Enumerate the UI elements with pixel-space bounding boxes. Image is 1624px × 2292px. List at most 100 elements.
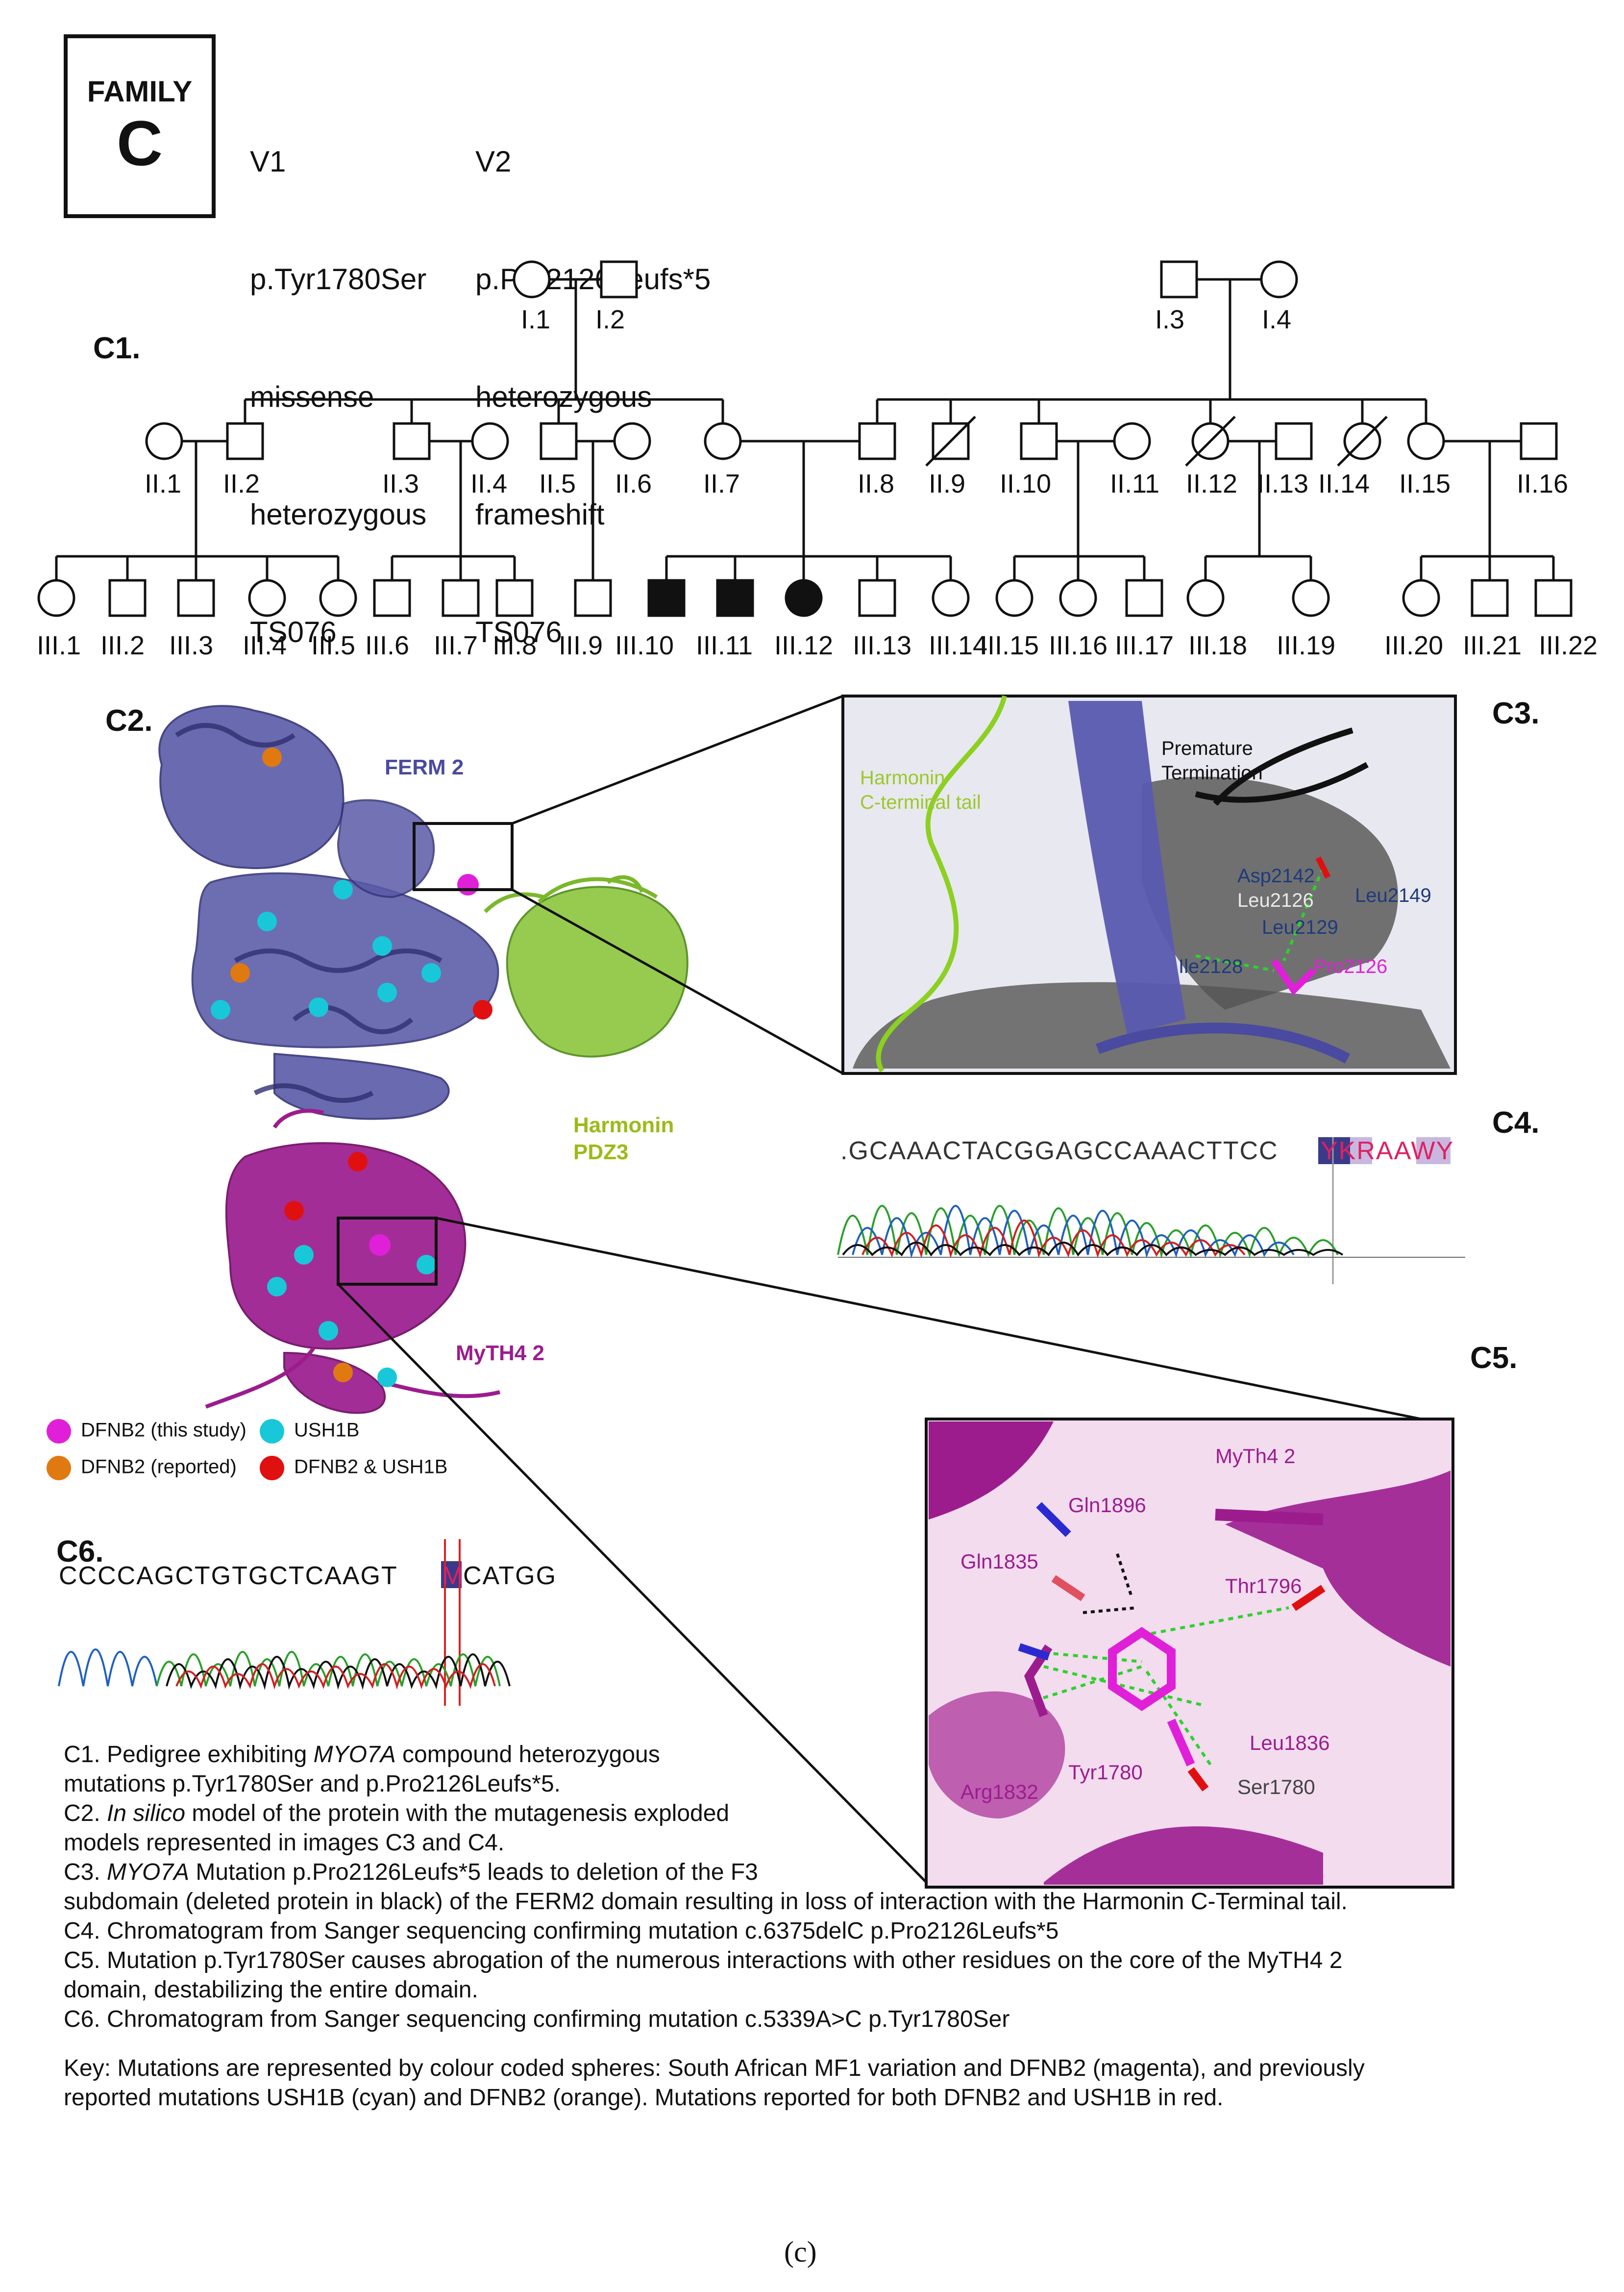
pedigree-label-I-3: I.3 bbox=[1155, 305, 1184, 334]
c5-res-tyr1780: Tyr1780 bbox=[1068, 1761, 1143, 1784]
pedigree-label-II-7: II.7 bbox=[703, 469, 740, 498]
pedigree-label-III-7: III.7 bbox=[434, 631, 478, 660]
pedigree-label-II-14: II.14 bbox=[1318, 469, 1370, 498]
ferm2-label: FERM 2 bbox=[385, 755, 464, 779]
pedigree-label-III-21: III.21 bbox=[1463, 631, 1522, 660]
myth4-2-domain bbox=[225, 1142, 467, 1414]
pedigree-label-III-19: III.19 bbox=[1277, 631, 1335, 660]
c3-term-label-2: Termination bbox=[1161, 762, 1263, 784]
pedigree-label-II-8: II.8 bbox=[858, 469, 894, 498]
pedigree-label-II-9: II.9 bbox=[929, 469, 965, 498]
panel-label-c4: C4. bbox=[1492, 1106, 1540, 1140]
family-box: FAMILY C bbox=[64, 34, 216, 218]
pedigree-label-II-4: II.4 bbox=[470, 469, 507, 498]
legend-dot-icon bbox=[260, 1456, 284, 1480]
pedigree-female-I4 bbox=[1260, 260, 1298, 299]
caption-key-b: reported mutations USH1B (cyan) and DFNB… bbox=[64, 2085, 1224, 2111]
pedigree-label-III-3: III.3 bbox=[169, 631, 213, 660]
c3-panel bbox=[841, 695, 1457, 1075]
pedigree-affected-III10 bbox=[647, 579, 686, 617]
c3-tail-label-2: C-terminal tail bbox=[860, 792, 981, 813]
c3-res-leu2126: Leu2126 bbox=[1237, 890, 1314, 911]
pedigree-label-III-10: III.10 bbox=[615, 631, 674, 660]
c3-term-label-1: Premature bbox=[1161, 738, 1253, 759]
caption-c2a: C2. In silico model of the protein with … bbox=[64, 1800, 730, 1826]
c5-domain-label: MyTh4 2 bbox=[1215, 1445, 1295, 1468]
c3-res-asp2142: Asp2142 bbox=[1237, 865, 1315, 887]
family-label: FAMILY bbox=[87, 75, 193, 108]
pedigree-label-III-13: III.13 bbox=[853, 631, 911, 660]
pedigree-label-III-9: III.9 bbox=[559, 631, 603, 660]
pedigree bbox=[37, 260, 1573, 617]
legend-dot-icon bbox=[260, 1419, 284, 1444]
ferm2-domain bbox=[158, 705, 499, 1120]
c4-chromatogram bbox=[837, 1137, 1465, 1284]
pedigree-label-II-5: II.5 bbox=[539, 469, 576, 498]
c5-res-ser1780: Ser1780 bbox=[1237, 1775, 1315, 1798]
legend-item-2: DFNB2 (reported) bbox=[47, 1456, 237, 1480]
caption-c5a: C5. Mutation p.Tyr1780Ser causes abrogat… bbox=[64, 1947, 1343, 1973]
panel-label-c6: C6. bbox=[56, 1535, 104, 1569]
pedigree-label-II-10: II.10 bbox=[1000, 469, 1051, 498]
pedigree-affected-III12 bbox=[785, 579, 823, 617]
c3-res-pro2126: Pro2126 bbox=[1313, 956, 1387, 977]
family-letter: C bbox=[117, 107, 163, 179]
pedigree-label-III-15: III.15 bbox=[980, 631, 1039, 660]
pedigree-label-III-20: III.20 bbox=[1384, 631, 1443, 660]
pedigree-label-III-22: III.22 bbox=[1539, 631, 1598, 660]
caption-c1a: C1. Pedigree exhibiting MYO7A compound h… bbox=[64, 1742, 660, 1768]
c5-panel bbox=[925, 1418, 1454, 1889]
legend-item-3: DFNB2 & USH1B bbox=[260, 1456, 447, 1480]
pedigree-label-II-3: II.3 bbox=[382, 469, 419, 498]
pedigree-label-III-14: III.14 bbox=[929, 631, 987, 660]
pedigree-label-III-18: III.18 bbox=[1188, 631, 1247, 660]
panel-label-c5: C5. bbox=[1470, 1341, 1518, 1375]
variant-2-text: V2 p.Pro2126Leufs*5 heterozygous framesh… bbox=[475, 145, 711, 648]
pedigree-male-I2 bbox=[600, 260, 638, 299]
c6-chromatogram bbox=[58, 1539, 511, 1706]
c4-sequence-main: .GCAAACTACGGAGCCAAACTTCC bbox=[840, 1137, 1279, 1165]
pedigree-label-I-2: I.2 bbox=[595, 305, 625, 334]
panel-label-c2: C2. bbox=[105, 704, 153, 738]
pedigree-label-II-2: II.2 bbox=[223, 469, 260, 498]
pedigree-label-II-13: II.13 bbox=[1257, 469, 1308, 498]
pedigree-label-III-6: III.6 bbox=[365, 631, 409, 660]
caption-c2b: models represented in images C3 and C4. bbox=[64, 1830, 505, 1856]
caption-c3a: C3. MYO7A Mutation p.Pro2126Leufs*5 lead… bbox=[64, 1859, 758, 1885]
legend-dot-icon bbox=[47, 1419, 71, 1444]
c5-res-leu1836: Leu1836 bbox=[1250, 1731, 1330, 1754]
panel-label-c3: C3. bbox=[1492, 697, 1540, 730]
caption-c1b: mutations p.Tyr1780Ser and p.Pro2126Leuf… bbox=[64, 1771, 561, 1797]
c5-res-gln1896: Gln1896 bbox=[1068, 1494, 1146, 1517]
c3-res-leu2149: Leu2149 bbox=[1355, 885, 1431, 906]
pedigree-affected-III11 bbox=[716, 579, 754, 617]
c6-sequence-right: CATGG bbox=[463, 1562, 557, 1590]
pedigree-label-II-11: II.11 bbox=[1110, 469, 1159, 498]
c5-res-thr1796: Thr1796 bbox=[1225, 1574, 1302, 1597]
pedigree-male-I3 bbox=[1160, 260, 1198, 299]
harmonin-pdz3 bbox=[506, 886, 689, 1058]
c3-res-ile2128: Ile2128 bbox=[1179, 956, 1243, 977]
myth4-label: MyTH4 2 bbox=[456, 1341, 544, 1365]
pedigree-label-III-12: III.12 bbox=[774, 631, 833, 660]
pedigree-label-III-4: III.4 bbox=[243, 631, 287, 660]
panel-label-c1: C1. bbox=[93, 331, 141, 365]
c5-res-arg1832: Arg1832 bbox=[960, 1780, 1038, 1803]
legend-item-1: USH1B bbox=[260, 1419, 359, 1444]
caption-c3b: subdomain (deleted protein in black) of … bbox=[64, 1889, 1348, 1915]
caption-c6: C6. Chromatogram from Sanger sequencing … bbox=[64, 2006, 1010, 2032]
legend-dot-icon bbox=[47, 1456, 71, 1480]
figure-label: (c) bbox=[784, 2236, 817, 2268]
pedigree-label-I-1: I.1 bbox=[521, 305, 550, 334]
caption-c4: C4. Chromatogram from Sanger sequencing … bbox=[64, 1918, 1059, 1944]
pedigree-label-I-4: I.4 bbox=[1262, 305, 1291, 334]
pedigree-label-III-11: III.11 bbox=[696, 631, 753, 660]
protein-model bbox=[158, 695, 1422, 1883]
pedigree-label-II-15: II.15 bbox=[1399, 469, 1451, 498]
c6-sequence-mark: M bbox=[442, 1562, 464, 1590]
pedigree-label-III-16: III.16 bbox=[1049, 631, 1107, 660]
pedigree-label-III-8: III.8 bbox=[492, 631, 537, 660]
pedigree-label-III-1: III.1 bbox=[37, 631, 81, 660]
